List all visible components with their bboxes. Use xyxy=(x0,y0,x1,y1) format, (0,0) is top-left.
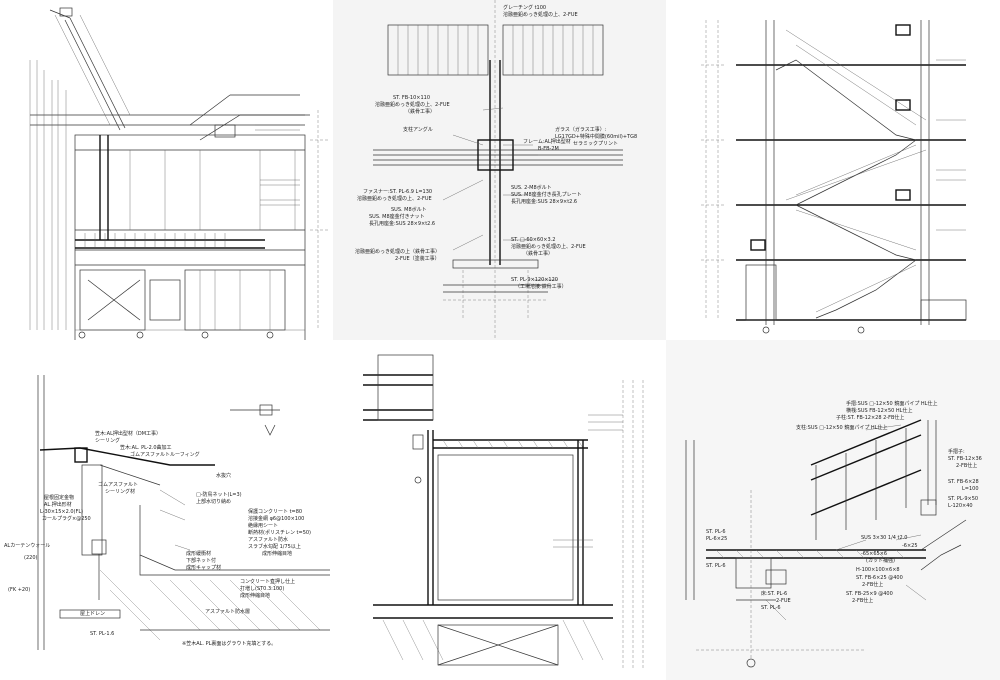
panel-2-label: SUS. 2-M8ボルト xyxy=(511,185,552,191)
panel-6-label: ST. FB-12×36 xyxy=(948,456,982,462)
panel-6-label: 横桟:SUS FB-12×50 HL仕上 xyxy=(846,408,913,414)
panel-6-label: ST. PL-6 xyxy=(706,529,726,535)
panel-4-label: 保護コンクリート t=80 xyxy=(248,509,303,515)
panel-4-label: アスファルト防水層 xyxy=(205,609,251,615)
panel-4-label: ※笠木AL. PL裏面はグラウト充填とする。 xyxy=(182,641,277,647)
panel-4-label: AL.押出形材 xyxy=(44,502,72,508)
panel-2-railing-detail: グレーチング t100 溶融亜鉛めっき処理の上、2-FUE ST. FB-10×… xyxy=(333,0,666,340)
panel-6-label: H-100×100×6×8 xyxy=(856,567,900,573)
panel-4-label: ST. PL-1.6 xyxy=(90,631,115,637)
panel-1-svg xyxy=(29,7,330,340)
panel-2-label: B-FB-2M xyxy=(538,146,559,152)
panel-6-label: ST. PL-9×50 xyxy=(948,496,979,502)
panel-2-label: （工場溶接:鉄骨工事） xyxy=(515,284,567,290)
panel-4-label: カールプラグ×@250 xyxy=(42,516,91,522)
panel-2-label: 溶融亜鉛めっき処理の上、2-FUE xyxy=(503,12,578,18)
panel-2-label: グレーチング t100 xyxy=(503,5,547,11)
panel-3-svg xyxy=(701,20,967,334)
panel-2-label: 溶融亜鉛めっき処理の上（鉄骨工事） xyxy=(355,249,441,255)
panel-4-label: ALカーテンウォール xyxy=(4,543,51,549)
panel-5-svg xyxy=(363,354,644,670)
panel-2-label: SUS. M8座金付きナット xyxy=(369,214,425,220)
panel-4-label: シーリング xyxy=(95,438,121,444)
panel-1-section-drawing xyxy=(0,0,333,340)
panel-2-label: 溶融亜鉛めっき処理の上、2-FUE xyxy=(375,102,450,108)
panel-4-label: スラブ水勾配 1/75以上 xyxy=(248,544,301,550)
panel-2-label: SUS. M8ボルト xyxy=(391,207,427,213)
panel-6-label: ST. FB-6×28 xyxy=(948,479,979,485)
panel-4-label: (220) xyxy=(24,555,38,561)
panel-2-label: LG17GD+特殊中間膜(60mil)+TG8 xyxy=(555,134,638,140)
panel-4-label: 屋上ドレン xyxy=(80,611,106,617)
panel-6-label: PL-6×25 xyxy=(706,536,728,542)
panel-6-label: L=100 xyxy=(962,486,979,492)
panel-2-label: セラミックプリント xyxy=(573,141,619,147)
panel-6-label: ST. FB-6×25 @400 xyxy=(856,575,903,581)
panel-6-label: 2-FUE xyxy=(776,598,791,604)
panel-6-label: 支柱:SUS □-12×50 鏡面パイプ HL仕上 xyxy=(796,425,888,431)
panel-2-label: SUS. M8座金付き長孔プレート xyxy=(511,192,582,198)
panel-4-svg xyxy=(37,375,330,650)
panel-4-label: ゴムアスファルト xyxy=(98,482,139,488)
panel-6-label: SUS 3×30 1/4 t2.0 xyxy=(861,535,908,541)
panel-6-handrail-detail: 手摺:SUS □-12×50 鏡面パイプ HL仕上 横桟:SUS FB-12×5… xyxy=(666,340,1000,680)
panel-2-label: ガラス（ガラス工事）: xyxy=(555,127,607,133)
panel-6-label: -65×65×6 xyxy=(861,551,888,557)
panel-6-label: L-120×40 xyxy=(948,503,973,509)
panel-6-label: ST. FB-25×9 @400 xyxy=(846,591,893,597)
panel-2-label: 長孔用座金:SUS 28×9×t2.6 xyxy=(369,221,436,227)
panel-2-label: ST. □-60×60×3.2 xyxy=(511,237,556,243)
panel-4-label: 断熱材(ポリスチレン t=50) xyxy=(248,530,312,536)
panel-6-label: 子柱:ST. FB-12×28 2-FB仕上 xyxy=(836,415,905,421)
panel-4-label: 屋根固定金物 xyxy=(44,495,75,501)
panel-4-label: ゴムアスファルトルーフィング xyxy=(130,452,200,458)
panel-6-label: 2-FB仕上 xyxy=(862,582,884,588)
panel-4-parapet-detail: 笠木:AL押出型材（DM工事） シーリング 笠木:AL. PL-2.0曲加工 ゴ… xyxy=(0,340,333,680)
panel-4-label: 水抜穴 xyxy=(216,473,232,479)
panel-4-label: □-防鳥ネット(L=3) xyxy=(196,492,242,498)
panel-5-room-section xyxy=(333,340,666,680)
panel-6-label: ST. PL-6 xyxy=(761,605,781,611)
panel-6-label: 2-FB仕上 xyxy=(852,598,874,604)
panel-4-label: L-30×15×2.0(FL) xyxy=(40,509,84,515)
panel-2-label: 長孔用座金:SUS 28×9×t2.6 xyxy=(511,199,578,205)
panel-4-label: アスファルト防水 xyxy=(248,537,289,543)
panel-4-label: 成形伸縮目地 xyxy=(240,593,271,599)
panel-4-label: 打増し(ST0.3:100) xyxy=(240,586,285,592)
panel-4-label: 成形伸縮目地 xyxy=(262,551,293,557)
panel-3-stair-section xyxy=(666,0,1000,340)
panel-2-label: （鉄骨工事） xyxy=(405,109,436,115)
panel-6-svg xyxy=(685,419,967,668)
panel-4-label: 上部水切り納め xyxy=(196,499,232,505)
panel-4-label: 絶縁用シート xyxy=(248,523,279,529)
panel-6-label: 床:ST. PL-6 xyxy=(761,591,788,597)
panel-2-label: ST. PL-9×120×120 xyxy=(511,277,558,283)
panel-4-label: (FK +20) xyxy=(8,587,31,593)
panel-6-label: -6×25 xyxy=(902,543,918,549)
panel-6-label: 手摺子: xyxy=(948,449,965,455)
panel-4-label: 笠木:AL押出型材（DM工事） xyxy=(95,431,162,437)
panel-4-label: コンクリート直押し仕上 xyxy=(240,579,296,585)
panel-4-label: シーリング材 xyxy=(105,489,136,495)
panel-4-label: 成形緩衝材 xyxy=(186,551,212,557)
panel-4-label: 笠木:AL. PL-2.0曲加工 xyxy=(120,445,172,451)
panel-4-label: 成形キャップ材 xyxy=(186,565,222,571)
panel-2-label: ST. FB-10×110 xyxy=(393,95,431,101)
panel-2-svg xyxy=(373,0,623,340)
panel-6-label: 手摺:SUS □-12×50 鏡面パイプ HL仕上 xyxy=(846,401,938,407)
panel-2-label: 溶融亜鉛めっき処理の上、2-FUE xyxy=(511,244,586,250)
panel-6-label: 2-FB仕上 xyxy=(956,463,978,469)
panel-6-label: ST. PL-6 xyxy=(706,563,726,569)
panel-4-label: 下部ネット付 xyxy=(186,558,217,564)
panel-2-label: 2-FUE（塗装工事） xyxy=(395,256,440,262)
panel-4-label: 溶接金網 φ6@100×100 xyxy=(248,516,305,522)
panel-2-label: フレーム:AL押出型材 xyxy=(523,139,571,145)
panel-2-label: 溶融亜鉛めっき処理の上、2-FUE xyxy=(357,196,432,202)
panel-2-label: 支柱アングル xyxy=(403,127,433,133)
panel-6-label: (カット補強) xyxy=(866,558,895,564)
panel-2-label: ファスナー:ST. PL-6.9 L=130 xyxy=(363,189,433,195)
panel-2-label: （鉄骨工事） xyxy=(523,251,554,257)
